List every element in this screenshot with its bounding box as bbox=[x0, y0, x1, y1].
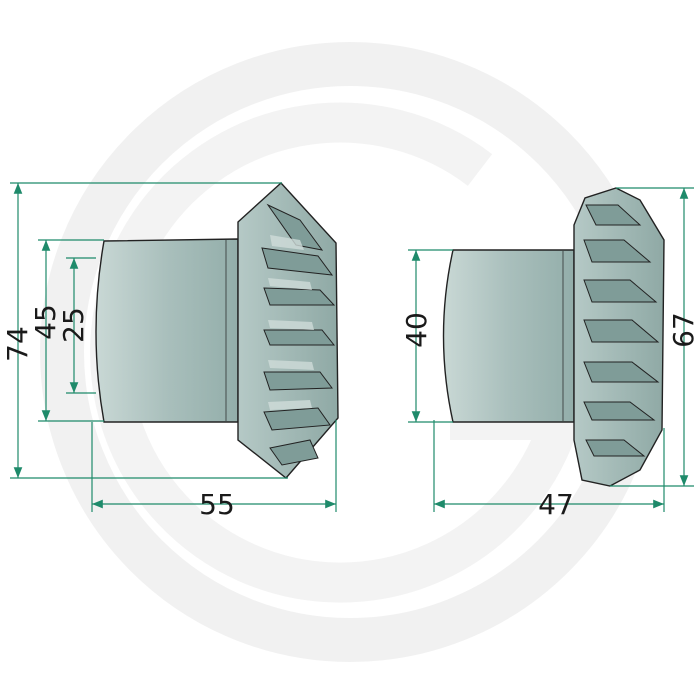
dim-left-overall-height: 74 bbox=[1, 326, 34, 362]
dim-left-hub-height: 45 bbox=[29, 304, 62, 340]
dim-left-overall-length: 55 bbox=[199, 488, 235, 521]
dim-right-hub-height: 40 bbox=[400, 312, 433, 348]
dim-right-overall-height: 67 bbox=[667, 312, 700, 348]
gear-right bbox=[442, 187, 665, 487]
dimensions-left: 74 45 25 55 bbox=[1, 182, 337, 521]
dim-left-bore-diameter: 25 bbox=[57, 307, 90, 343]
gear-left-hub bbox=[95, 238, 239, 423]
dim-right-overall-length: 47 bbox=[538, 488, 574, 521]
gear-right-hub bbox=[442, 249, 575, 423]
dimensions-right: 40 67 47 bbox=[400, 187, 700, 521]
gear-left bbox=[95, 182, 339, 479]
